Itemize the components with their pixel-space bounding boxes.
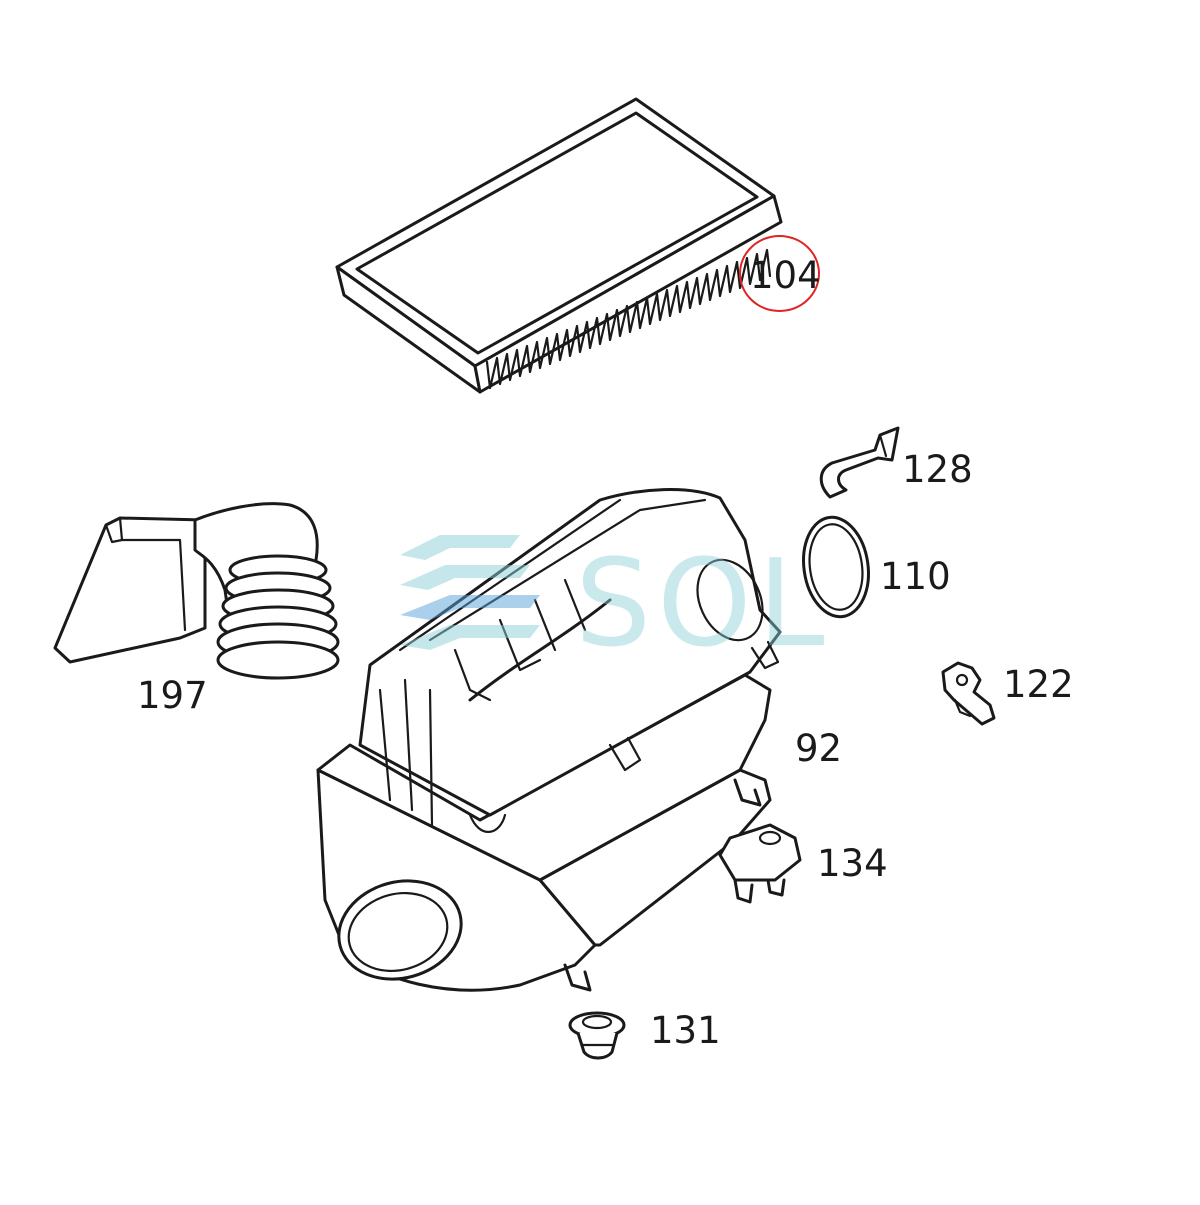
highlight-ring-104 xyxy=(739,235,820,312)
seal-ring-drawing xyxy=(802,515,870,619)
air-cleaner-housing-drawing xyxy=(316,488,782,992)
part-label-104[interactable]: 104 xyxy=(750,254,821,297)
watermark-text: SOL xyxy=(575,535,831,674)
part-label-122[interactable]: 122 xyxy=(1003,663,1074,706)
part-label-131[interactable]: 131 xyxy=(650,1009,721,1052)
part-label-197[interactable]: 197 xyxy=(137,674,208,717)
intake-hose-drawing xyxy=(53,502,340,680)
rubber-grommet-drawing xyxy=(568,1011,626,1060)
mounting-bracket-drawing xyxy=(718,823,802,904)
part-label-134[interactable]: 134 xyxy=(817,842,888,885)
part-label-92[interactable]: 92 xyxy=(795,727,843,770)
air-filter-element-drawing xyxy=(335,97,783,394)
part-label-128[interactable]: 128 xyxy=(902,448,973,491)
clamp-drawing xyxy=(941,661,996,726)
part-label-110[interactable]: 110 xyxy=(880,555,951,598)
watermark-logo-icon xyxy=(400,535,540,650)
clip-drawing xyxy=(819,426,900,499)
